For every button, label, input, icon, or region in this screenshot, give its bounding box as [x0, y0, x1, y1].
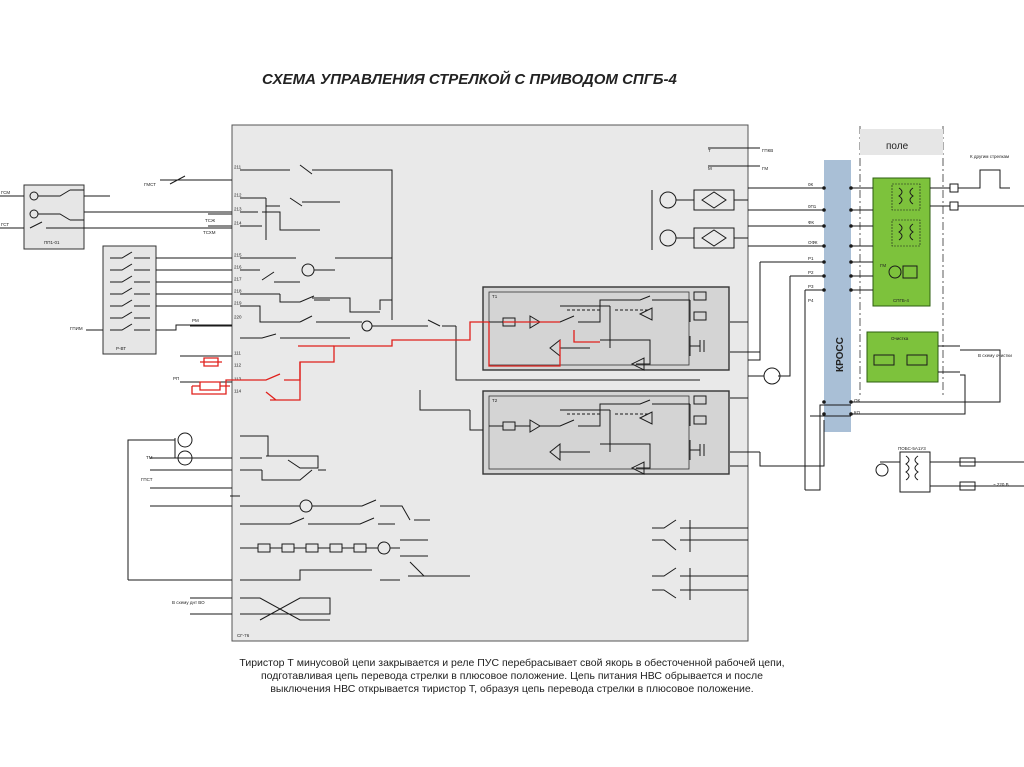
left-terminal-label: 113 — [234, 377, 242, 382]
ochistka-label: Очистка — [891, 336, 909, 341]
to-dsn-label: В схему днт ВО — [172, 600, 205, 605]
contact-block-label: Р-ВТ — [116, 346, 126, 351]
voltage-label: ~ 220 В — [993, 482, 1009, 487]
left-terminal-label: 112 — [234, 363, 242, 368]
left-terminal-label: 211 — [234, 165, 242, 170]
ok-label: ОК — [854, 398, 861, 403]
gst-label: ГСТ — [1, 222, 9, 227]
gpim-label: ГПИМ — [70, 326, 83, 331]
drive-gm-label: ГМ — [880, 263, 886, 268]
left-terminal-label: 219 — [234, 301, 242, 306]
ko-label: КО — [854, 410, 861, 415]
right-terminal-label: 0П1 — [808, 204, 817, 209]
main-block — [231, 124, 749, 642]
thyristor-block-2 — [482, 390, 730, 475]
caption: Тиристор Т минусовой цепи закрывается и … — [180, 657, 844, 696]
active-circuit — [191, 321, 600, 401]
caption-line-2: подготавливая цепь перевода стрелки в пл… — [260, 670, 764, 682]
right-terminal-label: Р2 — [808, 270, 814, 275]
left-terminal-label: 111 — [234, 351, 241, 356]
left-terminals: 211 212 213 214 215 216 217 218 219 220 111 112 113 1… — [234, 165, 242, 394]
kross-bar — [824, 160, 851, 432]
right-terminal-label: ОФК — [808, 240, 818, 245]
right-terminal-label: Р4 — [808, 298, 814, 303]
drive-label: СПГБ-4 — [893, 298, 909, 303]
m-terminal-label: М — [708, 166, 712, 171]
left-terminal-label: 217 — [234, 277, 242, 282]
caption-line-1: Тиристор Т минусовой цепи закрывается и … — [239, 657, 785, 669]
kross-label: КРОСС — [835, 337, 846, 372]
tm-label: ТМ — [146, 455, 153, 460]
thyristor-block-1-label: Т1 — [492, 294, 498, 299]
right-terminal-label: 0К — [808, 182, 814, 187]
rm-label: РМ — [192, 318, 199, 323]
kross-terminals — [822, 186, 853, 416]
drive-block — [872, 177, 931, 307]
left-terminal-label: 212 — [234, 193, 242, 198]
gm-label: ГМ — [762, 166, 768, 171]
main-block-label: СГ-76 — [237, 633, 250, 638]
caption-line-3: выключения НВС открывается тиристор Т, о… — [270, 683, 754, 695]
left-terminal-label: 215 — [234, 253, 242, 258]
left-terminal-label: 214 — [234, 221, 242, 226]
gnkb-label: ГПКВ — [762, 148, 773, 153]
right-terminal-label: Р1 — [808, 256, 814, 261]
field-label: поле — [886, 141, 909, 152]
right-terminal-label: Р3 — [808, 284, 814, 289]
left-terminal-label: 213 — [234, 207, 242, 212]
gsm-label: ГСМ — [1, 190, 10, 195]
thyristor-block-1 — [482, 286, 730, 371]
left-terminal-label: 220 — [234, 315, 242, 320]
thyristor-block-2-label: Т2 — [492, 398, 498, 403]
right-terminal-label: ФК — [808, 220, 814, 225]
wiring — [0, 147, 1024, 621]
tskhm-label: ТСХМ — [203, 230, 216, 235]
transformer-label: ПОБС-5А1У3 — [898, 446, 926, 451]
to-lighting-label: В схему очистки — [978, 353, 1012, 358]
left-terminal-label: 114 — [234, 389, 242, 394]
ochistka-block — [866, 331, 939, 383]
contact-block — [102, 245, 157, 355]
gmst-label: ГМСТ — [144, 182, 156, 187]
i-terminal-label: Т — [708, 148, 711, 153]
tsh-label: ТСЖ — [205, 218, 216, 223]
left-terminal-label: 218 — [234, 289, 242, 294]
pu-block-label: ПП1-01 — [44, 240, 60, 245]
diagram-title: СХЕМА УПРАВЛЕНИЯ СТРЕЛКОЙ С ПРИВОДОМ СПГ… — [262, 70, 678, 88]
to-other-arrows-label: К другим стрелкам — [970, 154, 1009, 159]
rp-label: РП — [173, 376, 179, 381]
gpst-label: ГПСТ — [141, 477, 153, 482]
left-terminal-label: 216 — [234, 265, 242, 270]
